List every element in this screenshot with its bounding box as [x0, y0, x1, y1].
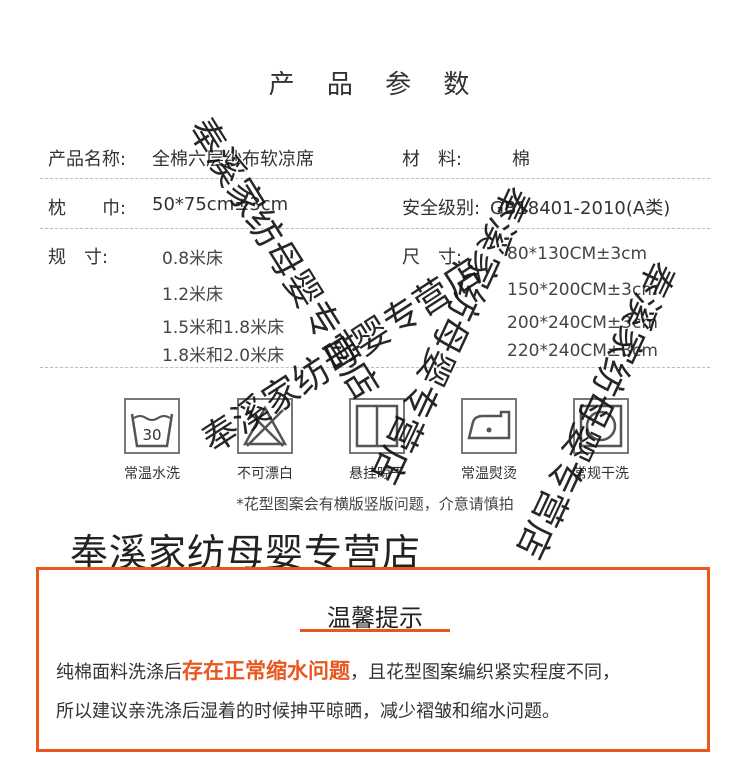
iron-icon — [461, 398, 517, 454]
care-label: 不可漂白 — [237, 466, 293, 482]
spec-label: 规 寸: — [48, 247, 109, 268]
tip-text: 纯棉面料洗涤后 — [56, 662, 182, 683]
material-label: 材 料: — [402, 149, 463, 170]
spec-item: 0.8米床 — [162, 249, 224, 269]
tip-underline — [300, 629, 450, 632]
product-name-value: 全棉六层纱布软凉席 — [152, 149, 314, 170]
tip-line-2: 所以建议亲洗涤后湿着的时候抻平晾晒，减少褶皱和缩水问题。 — [56, 701, 560, 722]
divider — [40, 367, 710, 368]
tip-text: ，且花型图案编织紧实程度不同， — [350, 662, 620, 683]
svg-text:30: 30 — [142, 426, 161, 444]
care-label: 常规干洗 — [573, 466, 629, 482]
tip-highlight: 存在正常缩水问题 — [182, 659, 350, 683]
pillow-value: 50*75cm±3cm — [152, 194, 289, 215]
size-item: 220*240CM±3cm — [507, 341, 658, 361]
safety-label: 安全级别: — [402, 198, 481, 219]
safety-value: GB18401-2010(A类) — [490, 198, 671, 219]
tip-line-1: 纯棉面料洗涤后存在正常缩水问题，且花型图案编织紧实程度不同， — [56, 655, 620, 685]
divider — [40, 228, 710, 229]
pattern-note: *花型图案会有横版竖版问题，介意请慎拍 — [236, 495, 514, 513]
wash-30-icon: 30 — [124, 398, 180, 454]
spec-item: 1.2米床 — [162, 285, 224, 305]
hang-dry-icon — [349, 398, 405, 454]
material-value: 棉 — [512, 149, 530, 170]
no-bleach-icon — [237, 398, 293, 454]
page-title: 产 品 参 数 — [268, 70, 482, 100]
pillow-label: 枕 巾: — [48, 198, 127, 219]
care-label: 常温熨烫 — [461, 466, 517, 482]
tip-title: 温馨提示 — [327, 604, 423, 632]
spec-item: 1.5米和1.8米床 — [162, 318, 285, 338]
tumble-dry-icon — [573, 398, 629, 454]
size-item: 200*240CM±3cm — [507, 313, 658, 333]
size-label: 尺 寸: — [402, 247, 463, 268]
spec-item: 1.8米和2.0米床 — [162, 346, 285, 366]
product-name-label: 产品名称: — [48, 149, 127, 170]
tip-box — [36, 567, 710, 752]
care-label: 常温水洗 — [124, 466, 180, 482]
size-item: 80*130CM±3cm — [507, 244, 648, 264]
divider — [40, 178, 710, 179]
care-label: 悬挂晾干 — [349, 466, 405, 482]
size-item: 150*200CM±3cm — [507, 280, 658, 300]
